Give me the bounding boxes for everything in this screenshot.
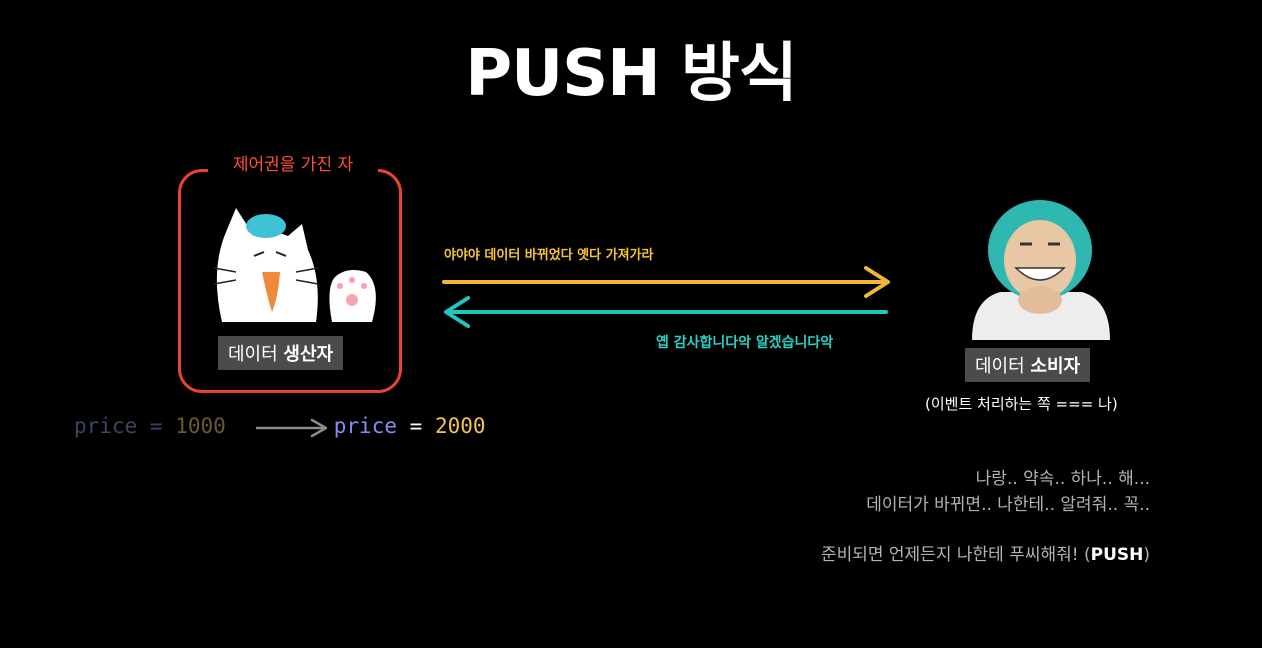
dialogue-line-2: 데이터가 바뀌면.. 나한테.. 알려줘.. 꼭.. [866,495,1150,515]
old-operator: = [149,414,163,438]
new-var-name: price [333,414,397,438]
old-var-name: price [74,414,138,438]
producer-caption: 제어권을 가진 자 [208,150,378,175]
new-value: 2000 [434,414,486,438]
push-message: 야야야 데이터 바뀌었다 옛다 가져가라 [444,248,654,263]
producer-label: 데이터 생산자 [218,336,344,370]
dialogue-line-3: 준비되면 언제든지 나한테 푸씨해줘! (PUSH) [821,542,1150,568]
dialogue-line-3-prefix: 준비되면 언제든지 나한테 푸씨해줘! ( [820,545,1091,565]
push-arrow [442,266,890,298]
new-code: price = 2000 [334,414,486,438]
ack-message: 옙 감사합니다악 알겠습니다악 [656,335,834,351]
old-value: 1000 [175,414,226,438]
dialogue: 나랑.. 약속.. 하나.. 해... 데이터가 바뀌면.. 나한테.. 알려줘… [821,466,1150,568]
code-transition-arrow [256,418,328,438]
consumer-label-bold: 소비자 [1030,356,1081,377]
consumer-label: 데이터 소비자 [965,348,1091,382]
ack-arrow [444,296,888,328]
cat-illustration [213,208,376,322]
dialogue-line-3-bold: PUSH [1090,545,1144,565]
page-title: PUSH 방식 [465,37,798,111]
consumer-illustration [972,200,1110,340]
dialogue-line-3-suffix: ) [1143,545,1150,565]
producer-label-bold: 생산자 [283,344,334,365]
consumer-note: (이벤트 처리하는 쪽 === 나) [925,395,1118,413]
dialogue-line-1: 나랑.. 약속.. 하나.. 해... [975,469,1150,489]
consumer-label-prefix: 데이터 [975,356,1031,377]
old-code: price = 1000 [74,414,226,438]
producer-label-prefix: 데이터 [228,344,284,365]
new-operator: = [409,414,423,438]
